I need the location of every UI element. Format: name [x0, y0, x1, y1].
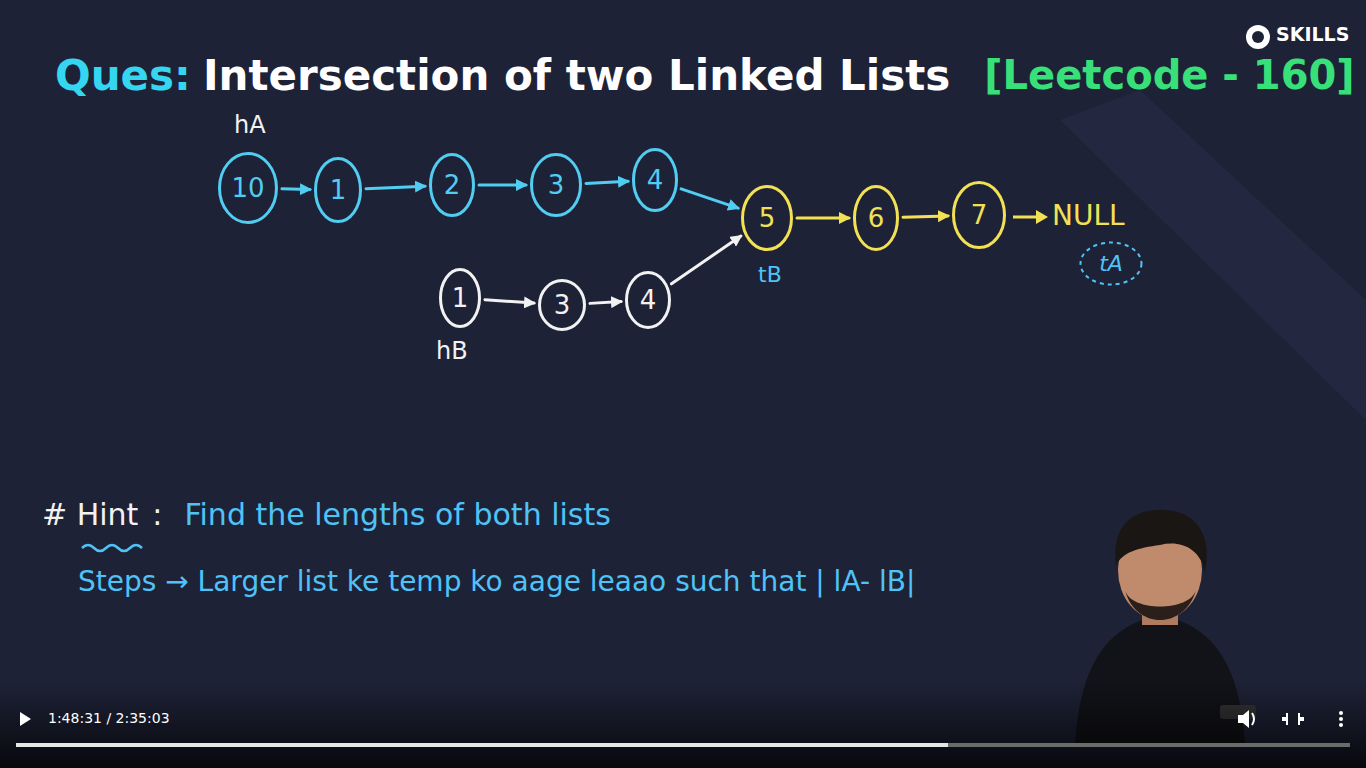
node-value: 4 — [647, 166, 664, 195]
next-pointer-arrow — [797, 217, 849, 220]
next-pointer-arrow — [479, 184, 526, 187]
list-node: 6 — [853, 185, 899, 251]
next-pointer-arrow — [282, 187, 310, 191]
node-ellipse — [219, 154, 276, 223]
fullscreen-icon — [1282, 713, 1304, 725]
node-value: 4 — [640, 286, 657, 315]
list-node: 1 — [314, 157, 362, 223]
hint-underline — [82, 545, 142, 551]
node-value: 7 — [971, 201, 988, 230]
next-pointer-arrow — [903, 216, 948, 217]
list-node: 2 — [429, 153, 475, 217]
node-value: 2 — [444, 171, 461, 200]
list-node: 3 — [538, 279, 586, 331]
node-ellipse — [441, 270, 480, 327]
list-node: 5 — [741, 185, 793, 251]
label-text: : — [152, 498, 162, 533]
label-text: Ques: — [55, 52, 191, 100]
node-ellipse — [743, 187, 792, 250]
label-text: hB — [436, 338, 468, 366]
list-node: 3 — [530, 153, 582, 217]
volume-wave — [1252, 713, 1254, 725]
title-text: Intersection of two Linked Lists — [203, 52, 950, 100]
label-text: SKILLS — [1276, 24, 1349, 46]
next-pointer-arrow — [671, 236, 740, 284]
label-text: Steps → Larger list ke temp ko aage leaa… — [78, 566, 915, 598]
node-value: 6 — [868, 204, 885, 233]
label-text: hA — [234, 112, 266, 140]
node-ellipse — [532, 155, 581, 216]
node-ellipse — [431, 155, 474, 216]
label-text: tB — [758, 262, 782, 287]
list-node: 7 — [952, 181, 1006, 249]
node-ellipse — [627, 273, 670, 328]
node-value: 3 — [554, 291, 571, 320]
list-node: 4 — [625, 271, 671, 329]
node-value: 1 — [330, 176, 347, 205]
next-pointer-arrow — [366, 186, 425, 189]
node-value: tA — [1099, 252, 1123, 276]
node-ellipse — [1081, 243, 1142, 285]
node-value: 5 — [759, 204, 776, 233]
label-text: # Hint — [42, 498, 138, 533]
list-node: 10 — [218, 152, 278, 224]
node-value: 3 — [548, 171, 565, 200]
menu-icon — [1339, 711, 1343, 727]
node-ellipse — [855, 187, 898, 250]
node-ellipse — [634, 150, 677, 211]
node-ellipse — [954, 183, 1005, 248]
play-icon — [20, 712, 31, 726]
node-ellipse — [316, 159, 361, 222]
list-node: 1 — [439, 268, 481, 328]
next-pointer-arrow — [485, 300, 534, 303]
label-text: [Leetcode - 160] — [984, 52, 1354, 98]
logo-mark — [1246, 25, 1270, 49]
watermark-shape — [1060, 90, 1366, 420]
label-text: Find the lengths of both lists — [184, 498, 610, 533]
label-text: 1:48:31 / 2:35:03 — [48, 710, 170, 726]
label-text: NULL — [1052, 200, 1125, 232]
volume-icon — [1238, 710, 1249, 728]
null-arrow — [1013, 210, 1048, 224]
next-pointer-arrow — [586, 181, 628, 183]
progress-track — [16, 743, 1350, 747]
next-pointer-arrow — [681, 189, 738, 208]
progress-played — [16, 743, 948, 747]
node-value: 1 — [452, 284, 469, 313]
list-node: 4 — [632, 148, 678, 212]
node-ellipse — [540, 281, 585, 330]
logo-mark-inner — [1252, 31, 1264, 43]
player-shade — [0, 680, 1366, 768]
pointer-marker: tA — [1079, 241, 1143, 286]
next-pointer-arrow — [590, 302, 621, 304]
node-value: 10 — [231, 174, 264, 203]
